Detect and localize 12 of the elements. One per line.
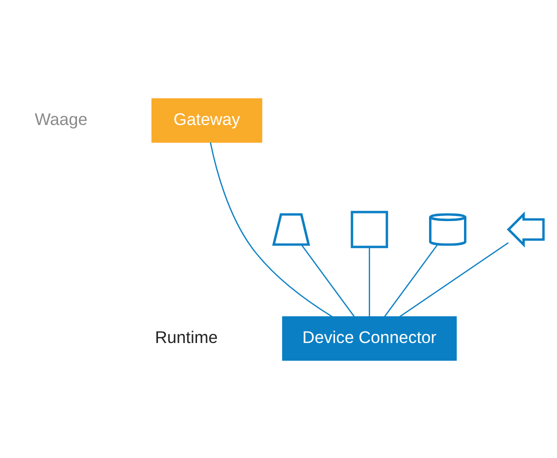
connector xyxy=(384,244,438,317)
label: Waage xyxy=(34,109,88,128)
node-box: Device Connector xyxy=(282,316,457,360)
node-arrows xyxy=(506,211,545,247)
connector xyxy=(399,242,509,317)
node-chip xyxy=(350,210,388,248)
node-scale xyxy=(272,212,310,246)
connector xyxy=(300,244,355,317)
connector xyxy=(368,246,370,316)
node-label: Runtime xyxy=(154,327,218,346)
connector xyxy=(210,142,333,317)
node-box: Gateway xyxy=(151,98,262,142)
